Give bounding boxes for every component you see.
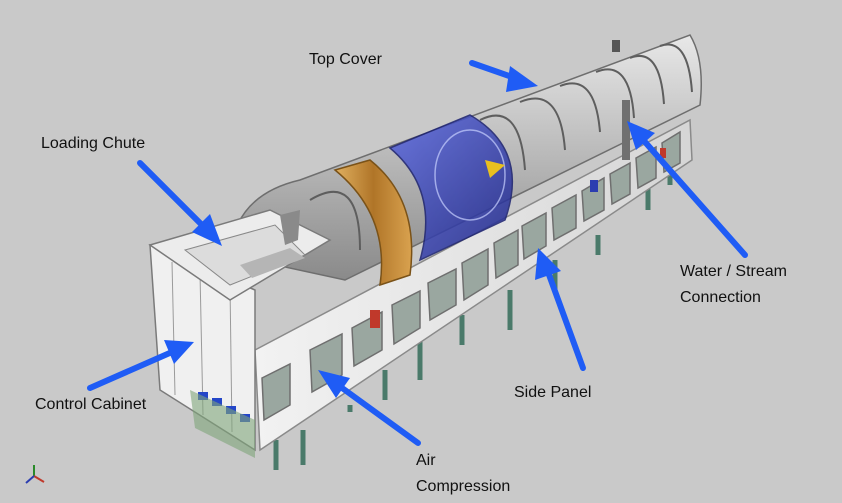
label-water-stream-line1: Water / Stream bbox=[680, 263, 787, 280]
arrow-top-cover bbox=[469, 60, 538, 92]
label-air-line1: Air bbox=[416, 452, 436, 469]
water-pipe bbox=[612, 40, 630, 160]
label-water-stream-line2: Connection bbox=[680, 289, 761, 306]
drum-section bbox=[333, 114, 513, 287]
xyz-axis-triad-icon bbox=[25, 465, 45, 484]
panel-accents bbox=[370, 148, 666, 328]
label-air-line2: Compression bbox=[416, 478, 511, 495]
arrow-air-compression bbox=[318, 370, 421, 446]
label-side-panel: Side Panel bbox=[514, 384, 592, 401]
callout-arrows bbox=[87, 60, 748, 446]
arrow-water-stream bbox=[627, 121, 748, 258]
label-control-cabinet: Control Cabinet bbox=[35, 396, 147, 413]
arrow-side-panel bbox=[535, 248, 586, 371]
arrow-control-cabinet bbox=[87, 340, 194, 391]
arrow-loading-chute bbox=[137, 160, 222, 246]
label-loading-chute: Loading Chute bbox=[41, 135, 146, 152]
label-top-cover: Top Cover bbox=[309, 51, 382, 68]
